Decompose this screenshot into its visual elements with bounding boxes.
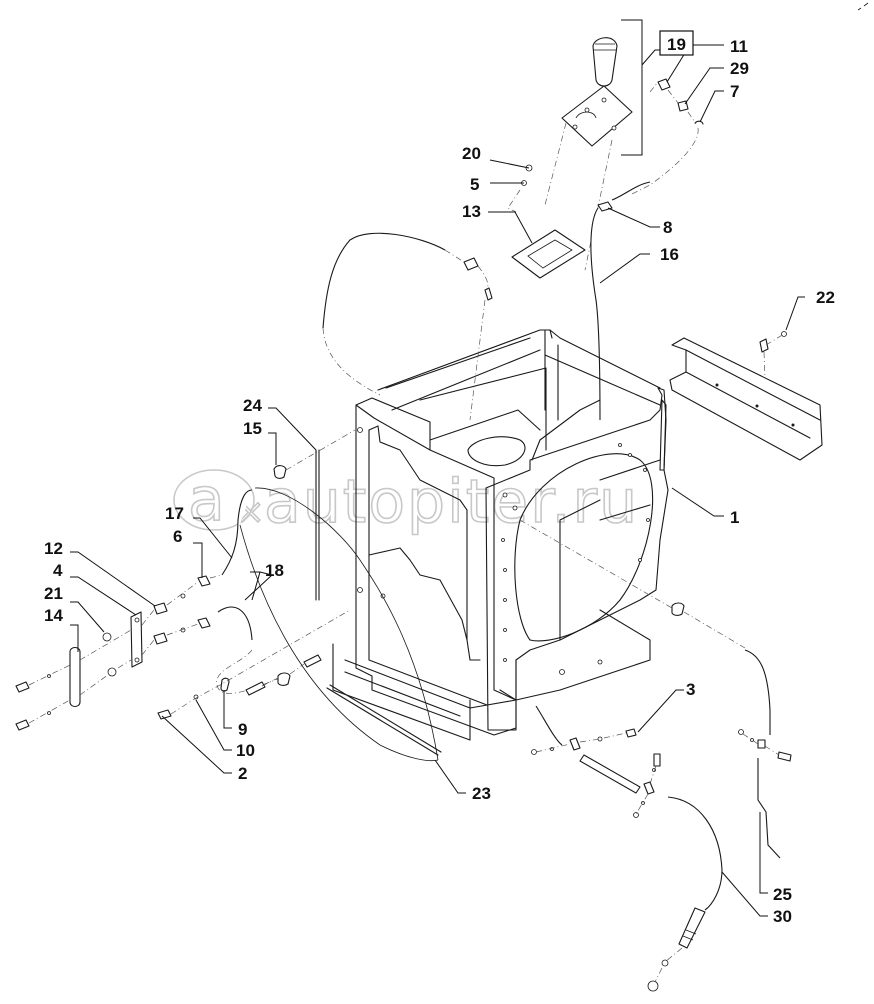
watermark-site-text: autopiter.ru [264, 467, 639, 537]
callout-10: 10 [236, 741, 255, 760]
callout-2: 2 [238, 764, 247, 783]
callout-14: 14 [44, 606, 63, 625]
callout-9: 9 [238, 720, 247, 739]
callout-22: 22 [816, 288, 835, 307]
callout-20: 20 [462, 144, 481, 163]
left-side-parts [15, 429, 442, 762]
callout-29: 25 [773, 885, 792, 904]
callout-labels: 19 11 29 7 20 5 13 8 16 22 1 24 15 17 6 … [44, 30, 835, 926]
callout-15: 15 [243, 419, 262, 438]
callout-21: 21 [44, 584, 63, 603]
leader-lines [70, 44, 805, 917]
callout-7: 7 [730, 82, 739, 101]
callout-12: 12 [44, 539, 63, 558]
callout-17: 17 [165, 504, 184, 523]
callout-19-box [659, 30, 694, 56]
callout-30: 30 [773, 907, 792, 926]
callout-24: 24 [243, 396, 262, 415]
right-channel [669, 331, 823, 461]
callout-23: 23 [472, 784, 491, 803]
callout-8: 8 [663, 218, 672, 237]
callout-25: 29 [730, 59, 749, 78]
callout-3: 3 [686, 680, 695, 699]
callout-1: 1 [730, 508, 739, 527]
callout-11: 11 [730, 37, 748, 56]
callout-19: 19 [667, 35, 686, 54]
callout-4: 4 [53, 561, 63, 580]
callout-16: 16 [660, 245, 679, 264]
filler-neck-assembly [507, 19, 704, 421]
callout-13: 13 [462, 202, 481, 221]
watermark-logo-letter: a [188, 465, 227, 535]
overflow-hose-top [322, 232, 493, 421]
callout-5: 5 [470, 175, 479, 194]
lower-hoses [519, 519, 792, 992]
watermark-logo-ring [173, 469, 255, 531]
corner-mark [857, 2, 869, 11]
callout-18: 18 [265, 561, 284, 580]
callout-6: 6 [173, 527, 182, 546]
main-frame [332, 329, 669, 741]
